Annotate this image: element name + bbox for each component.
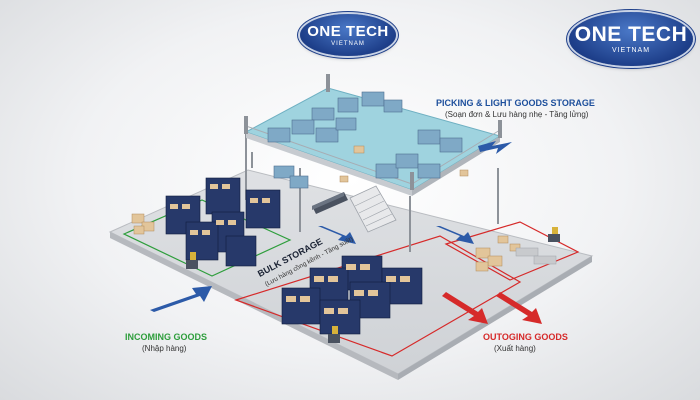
outgoing-arrow-right xyxy=(496,292,542,324)
front-rack-cartons xyxy=(286,264,410,314)
forklift-outgoing xyxy=(328,326,340,343)
logo-wordmark: ONE TECH xyxy=(574,23,688,46)
forklift-incoming xyxy=(186,252,198,269)
bulk-racks-front xyxy=(281,255,423,335)
incoming-zone-subtitle: (Nhập hàng) xyxy=(142,344,187,353)
bulk-rack-cartons xyxy=(170,184,270,235)
forklift-dispatch xyxy=(548,227,560,242)
logo-tagline: VIETNAM xyxy=(611,47,651,54)
incoming-zone-title: INCOMING GOODS xyxy=(125,332,208,342)
bulk-racks-back xyxy=(165,177,281,267)
incoming-cartons xyxy=(131,213,155,235)
dispatch-zone-outline xyxy=(444,221,580,281)
outgoing-arrow-left xyxy=(442,292,488,324)
onetech-logo-right: ONE TECH VIETNAM xyxy=(569,12,693,66)
outgoing-zone-subtitle: (Xuất hàng) xyxy=(494,344,536,353)
mezz-to-dispatch-arrow xyxy=(436,226,474,244)
outgoing-cartons xyxy=(475,235,521,272)
picking-arrow xyxy=(478,141,512,154)
outgoing-zone-title: OUTOGING GOODS xyxy=(483,332,568,342)
dispatch-pallets xyxy=(515,247,557,265)
bulk-to-dock-arrow xyxy=(318,226,356,244)
picking-zone-title: PICKING & LIGHT GOODS STORAGE xyxy=(436,98,595,108)
mezzanine xyxy=(244,74,502,252)
mezzanine-boxes xyxy=(339,145,469,183)
logo-wordmark: ONE TECH xyxy=(307,22,389,40)
logo-tagline: VIETNAM xyxy=(331,40,365,47)
picking-zone-subtitle: (Soạn đơn & Lưu hàng nhẹ - Tầng lửng) xyxy=(445,110,589,119)
conveyor xyxy=(312,192,348,214)
onetech-logo-center: ONE TECH VIETNAM xyxy=(300,14,396,56)
mezzanine-shelves xyxy=(267,91,463,189)
incoming-arrow xyxy=(150,286,212,312)
stairs xyxy=(349,185,397,233)
